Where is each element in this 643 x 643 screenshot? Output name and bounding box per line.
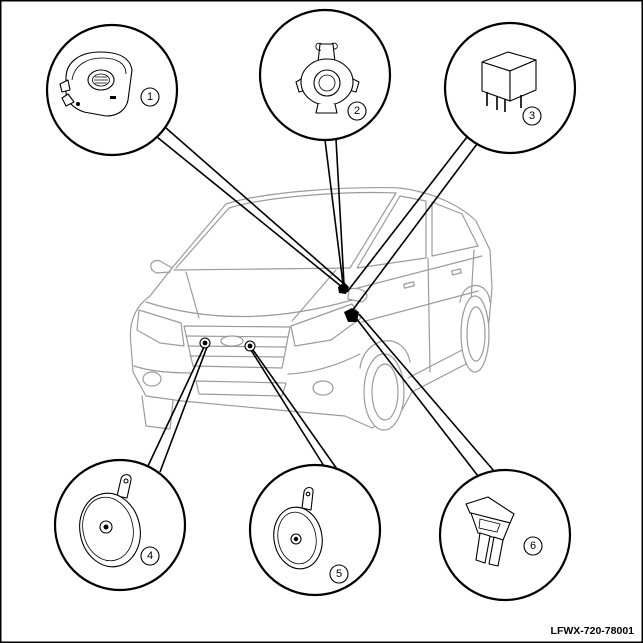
- callout-6-number: 6: [530, 540, 536, 552]
- car-right-fog-light: [312, 380, 334, 396]
- leader-line-4: [147, 346, 208, 473]
- car-hood-crease-right: [291, 269, 337, 322]
- car-lower-grille: [195, 380, 287, 397]
- airbag-connector-lower: [61, 93, 75, 107]
- car-badge: [220, 335, 244, 347]
- horn-5-terminal: [293, 536, 299, 542]
- car-front-wheel-arch: [359, 340, 411, 369]
- car-bumper-right-line: [287, 353, 361, 375]
- callout-2-number: 2: [354, 105, 360, 117]
- car-windshield: [175, 191, 397, 269]
- leader-line-2: [324, 138, 345, 285]
- car-hood-front-edge: [145, 299, 353, 318]
- callout-5: 5: [248, 463, 382, 597]
- right-horn-marker-dot: [247, 343, 253, 349]
- car-left-headlight: [136, 309, 185, 347]
- horn-4-terminal: [103, 524, 109, 530]
- car-front-door-handle: [403, 281, 415, 289]
- airbag-logo-stripes: [94, 76, 108, 84]
- callout-4-number: 4: [147, 550, 153, 562]
- airbag-label-patch: [110, 96, 116, 99]
- horn-5-rim: [277, 511, 317, 565]
- fuse-window: [478, 518, 501, 533]
- callout-3-number: 3: [529, 110, 535, 122]
- leader-line-5: [250, 349, 338, 470]
- callout-5-number-ring: [329, 564, 349, 584]
- clock-spring-wires: [315, 42, 338, 51]
- fuse-box-marker: [344, 308, 359, 322]
- airbag-logo-inner: [92, 73, 110, 87]
- relay-terminals: [486, 92, 522, 112]
- callout-3: 3: [443, 21, 577, 155]
- leader-line-3: [346, 136, 478, 312]
- clock-spring-icon: [295, 42, 360, 114]
- fuse-blade-left: [475, 532, 491, 564]
- callout-5-number: 5: [336, 568, 342, 580]
- airbag-connector-upper: [59, 79, 71, 93]
- car-right-headlight: [290, 303, 362, 347]
- car-rear-door-handle: [451, 268, 462, 276]
- callout-1-number-ring: [140, 87, 160, 107]
- car-front-right-rim: [371, 363, 399, 421]
- callout-6-number-ring: [523, 536, 543, 556]
- car-bumper-left-line: [133, 365, 193, 374]
- callout-2-number-ring: [347, 101, 367, 121]
- airbag-module-icon: [59, 51, 133, 117]
- callout-1: 1: [45, 23, 179, 157]
- fuse-icon: [465, 496, 515, 567]
- horn-icon: [79, 474, 141, 568]
- car-front-side-window: [356, 195, 427, 269]
- car-rocker-line: [407, 347, 467, 379]
- horn-4-bracket-hole: [123, 478, 129, 484]
- car-character-line: [361, 290, 479, 323]
- car-hood-crease-left: [185, 271, 200, 319]
- car-rear-right-rim: [466, 306, 486, 362]
- fuse-blade-right: [488, 536, 504, 567]
- figure-id: LFWX-720-78001: [551, 625, 635, 637]
- clock-spring-hub: [318, 74, 336, 92]
- car-cowl-line: [173, 267, 351, 271]
- callout-2: 2: [258, 8, 392, 142]
- car-left-mirror: [150, 259, 173, 274]
- fuse-cap: [465, 496, 515, 524]
- car-rear-side-window: [431, 201, 479, 257]
- left-horn-marker-dot: [202, 340, 208, 346]
- car-front-door-edge: [427, 257, 431, 373]
- vehicle-illustration: [129, 187, 493, 431]
- horn-4-rim: [82, 496, 134, 562]
- airbag-cover-bevel: [71, 57, 127, 81]
- car-rear-wheel-arch: [459, 285, 491, 303]
- relay-icon: [481, 51, 537, 112]
- leader-line-1: [156, 127, 344, 288]
- horn-5-bracket: [301, 486, 314, 511]
- car-grille: [183, 325, 291, 369]
- airbag-connector-pin: [76, 102, 80, 106]
- callout-4-number-ring: [140, 546, 160, 566]
- relay-right-face: [509, 59, 537, 102]
- callout-4: 4: [53, 458, 187, 592]
- clock-spring-rotor: [313, 69, 341, 97]
- horn-5-bracket-hole: [305, 491, 311, 497]
- leader-lines: [147, 127, 495, 477]
- car-left-fog-light: [142, 371, 162, 387]
- callout-3-number-ring: [522, 106, 542, 126]
- leader-line-6: [355, 313, 495, 477]
- callout-6: 6: [438, 468, 572, 602]
- clock-spring-bottom-tab: [315, 103, 338, 114]
- callout-1-number: 1: [147, 91, 153, 103]
- horn-icon: [273, 486, 323, 570]
